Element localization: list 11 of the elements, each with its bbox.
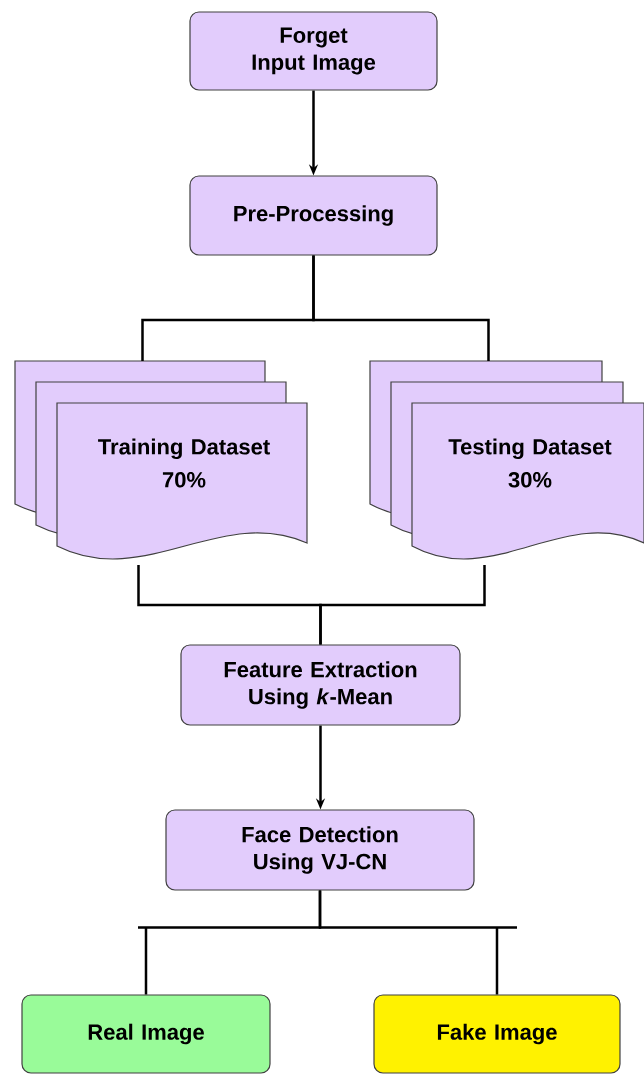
- process-box: Real Image: [21, 994, 271, 1074]
- process-box: Feature Extraction Using k-Mean: [180, 644, 461, 726]
- process-box: Face Detection Using VJ-CN: [165, 809, 475, 891]
- document-stack: Testing Dataset 30%: [369, 360, 644, 560]
- connector: [319, 565, 486, 645]
- process-box: Fake Image: [373, 994, 621, 1074]
- document-stack: Training Dataset 70%: [14, 360, 308, 560]
- process-box: Forget Input Image: [189, 11, 438, 91]
- connector: [312, 255, 490, 361]
- process-box: Pre-Processing: [189, 175, 438, 256]
- connector: [318, 890, 519, 995]
